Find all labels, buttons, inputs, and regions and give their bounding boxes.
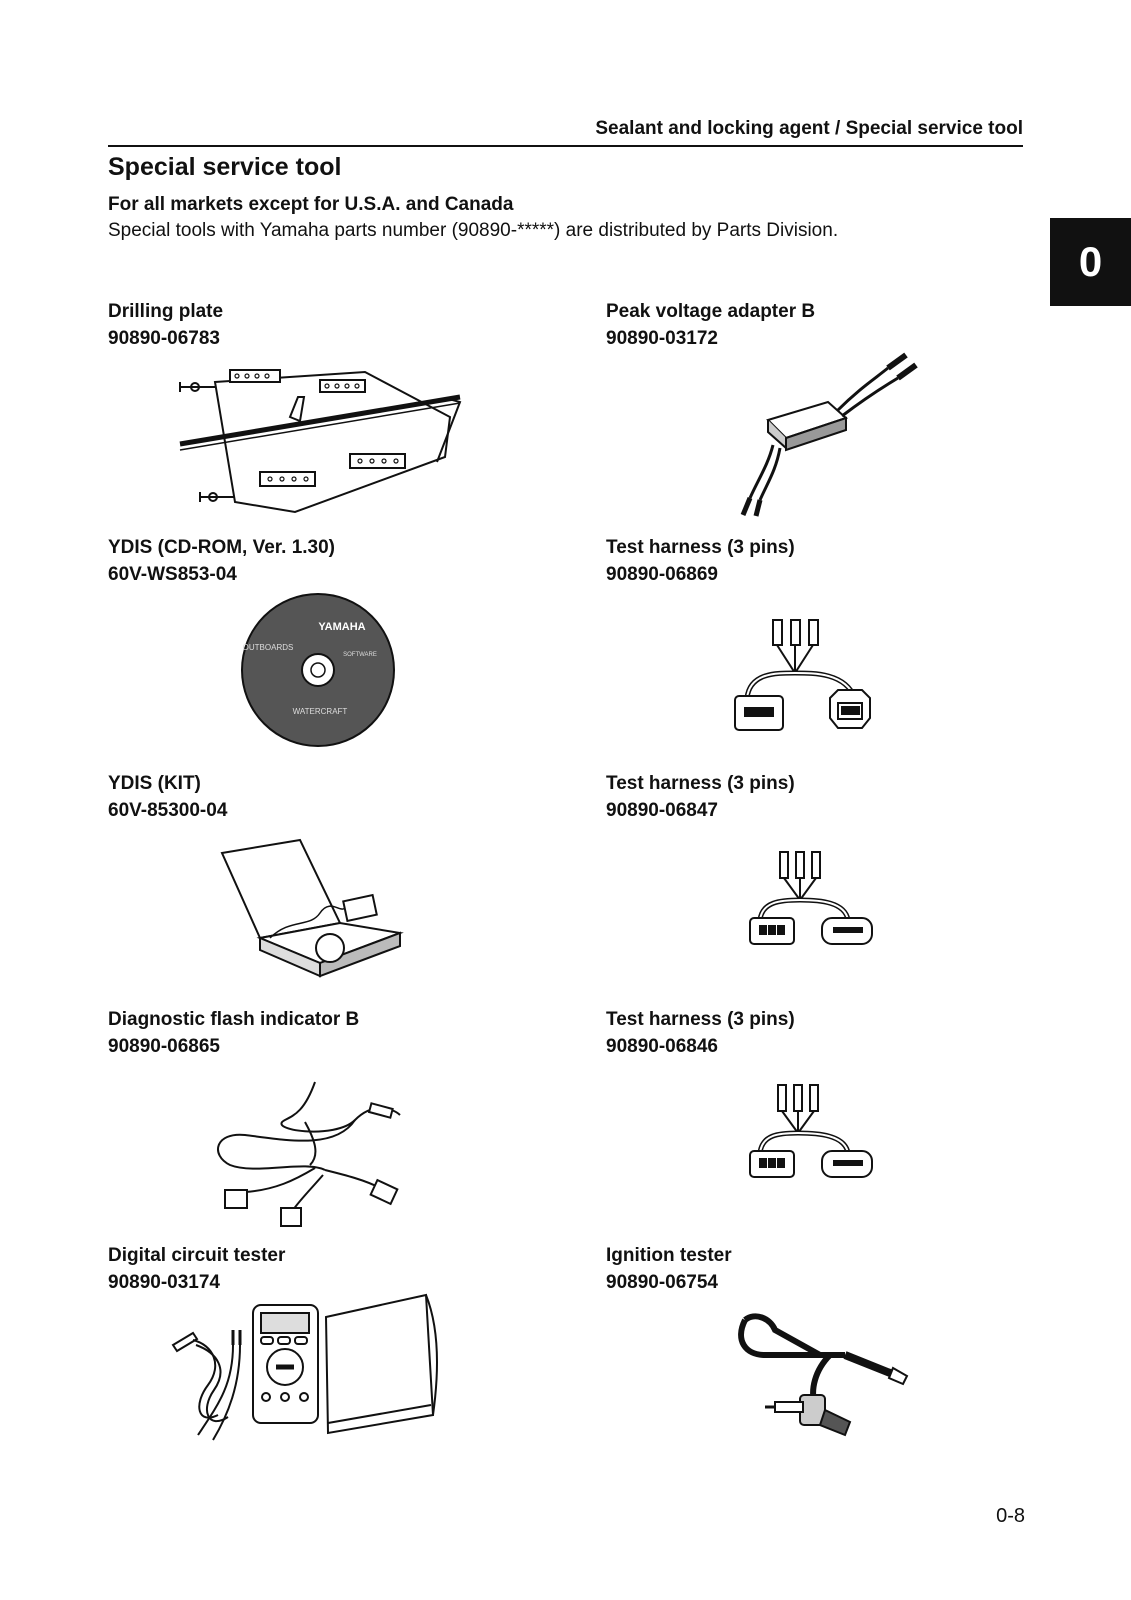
tool-entry: YDIS (CD-ROM, Ver. 1.30) 60V-WS853-04	[108, 534, 538, 588]
intro-text: Special tools with Yamaha parts number (…	[108, 220, 839, 241]
tool-name: Digital circuit tester	[108, 1245, 286, 1266]
tool-part-number: 90890-03174	[108, 1272, 220, 1293]
test-harness-icon	[749, 850, 880, 950]
page-number: 0-8	[996, 1505, 1025, 1527]
tool-name: Diagnostic flash indicator B	[108, 1009, 360, 1030]
cd-rom-icon: YAMAHA OUTBOARDS SOFTWARE WATERCRAFT	[240, 592, 396, 748]
drilling-plate-icon	[175, 362, 475, 522]
flash-indicator-icon	[205, 1080, 405, 1230]
tool-part-number: 90890-06846	[606, 1036, 718, 1057]
ignition-tester-icon	[735, 1310, 910, 1450]
running-head: Sealant and locking agent / Special serv…	[108, 118, 1023, 147]
section-title: Special service tool	[108, 153, 342, 181]
disc-label-top: OUTBOARDS	[243, 643, 294, 652]
tool-part-number: 90890-06869	[606, 564, 718, 585]
tool-part-number: 60V-WS853-04	[108, 564, 237, 585]
tool-name: Peak voltage adapter B	[606, 301, 816, 322]
disc-label-middle: SOFTWARE	[343, 652, 377, 658]
tool-name: Drilling plate	[108, 301, 224, 322]
chapter-tab: 0	[1050, 218, 1131, 306]
tool-part-number: 90890-06865	[108, 1036, 220, 1057]
tool-name: YDIS (CD-ROM, Ver. 1.30)	[108, 537, 336, 558]
disc-label-bottom: WATERCRAFT	[293, 707, 348, 716]
tool-entry: Diagnostic flash indicator B 90890-06865	[108, 1006, 538, 1060]
test-harness-icon	[749, 1083, 880, 1183]
tool-name: Ignition tester	[606, 1245, 732, 1266]
market-note: For all markets except for U.S.A. and Ca…	[108, 194, 514, 215]
tool-entry: YDIS (KIT) 60V-85300-04	[108, 770, 538, 824]
tool-entry: Test harness (3 pins) 90890-06847	[606, 770, 1036, 824]
tool-part-number: 90890-06847	[606, 800, 718, 821]
ydis-kit-icon	[220, 838, 405, 978]
tool-name: Test harness (3 pins)	[606, 773, 795, 794]
tool-entry: Test harness (3 pins) 90890-06846	[606, 1006, 1036, 1060]
peak-voltage-adapter-icon	[728, 350, 918, 520]
tool-part-number: 60V-85300-04	[108, 800, 228, 821]
tool-name: YDIS (KIT)	[108, 773, 201, 794]
tool-part-number: 90890-06783	[108, 328, 220, 349]
tool-name: Test harness (3 pins)	[606, 537, 795, 558]
tool-entry: Peak voltage adapter B 90890-03172	[606, 298, 1036, 352]
tool-name: Test harness (3 pins)	[606, 1009, 795, 1030]
tool-entry: Ignition tester 90890-06754	[606, 1242, 1036, 1296]
disc-brand: YAMAHA	[318, 621, 365, 633]
test-harness-icon	[734, 618, 895, 738]
tool-part-number: 90890-03172	[606, 328, 718, 349]
tool-entry: Test harness (3 pins) 90890-06869	[606, 534, 1036, 588]
tool-entry: Digital circuit tester 90890-03174	[108, 1242, 538, 1296]
tool-part-number: 90890-06754	[606, 1272, 718, 1293]
digital-circuit-tester-icon	[168, 1293, 448, 1455]
tool-entry: Drilling plate 90890-06783	[108, 298, 538, 352]
